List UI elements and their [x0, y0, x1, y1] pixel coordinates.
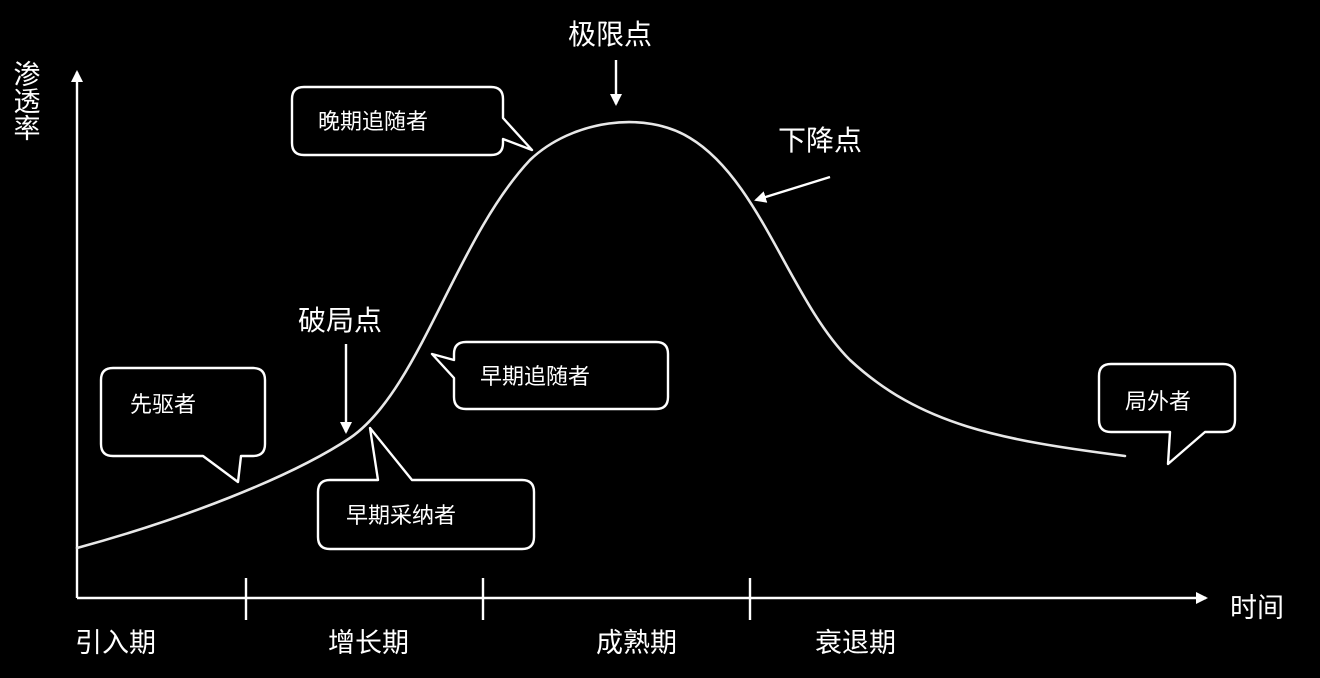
lifecycle-curve [75, 120, 1127, 550]
bubble-late-majority: 晚期追随者 [290, 85, 534, 157]
phase-label-maturity: 成熟期 [596, 628, 677, 659]
x-axis-label: 时间 [1230, 593, 1284, 624]
phase-label-decline: 衰退期 [815, 628, 896, 659]
bubble-early-adopters-label: 早期采纳者 [346, 504, 456, 529]
phase-label-introduction: 引入期 [75, 628, 156, 659]
phase-label-growth: 增长期 [328, 628, 409, 659]
y-axis-label: 渗透率 [9, 60, 41, 141]
bubble-early-majority: 早期追随者 [430, 340, 670, 411]
decline-arrow [754, 175, 831, 203]
bubble-laggards-label: 局外者 [1125, 390, 1191, 415]
bubble-early-adopters: 早期采纳者 [316, 426, 536, 551]
bubble-innovators-label: 先驱者 [130, 393, 196, 418]
breakthrough-point-label: 破局点 [298, 304, 382, 337]
limit-point-label: 极限点 [568, 18, 652, 51]
bubble-late-majority-label: 晚期追随者 [318, 110, 428, 135]
bubble-early-majority-label: 早期追随者 [480, 365, 590, 390]
bubble-laggards: 局外者 [1097, 362, 1237, 466]
bubble-innovators: 先驱者 [99, 366, 267, 484]
decline-point-label: 下降点 [778, 124, 862, 157]
